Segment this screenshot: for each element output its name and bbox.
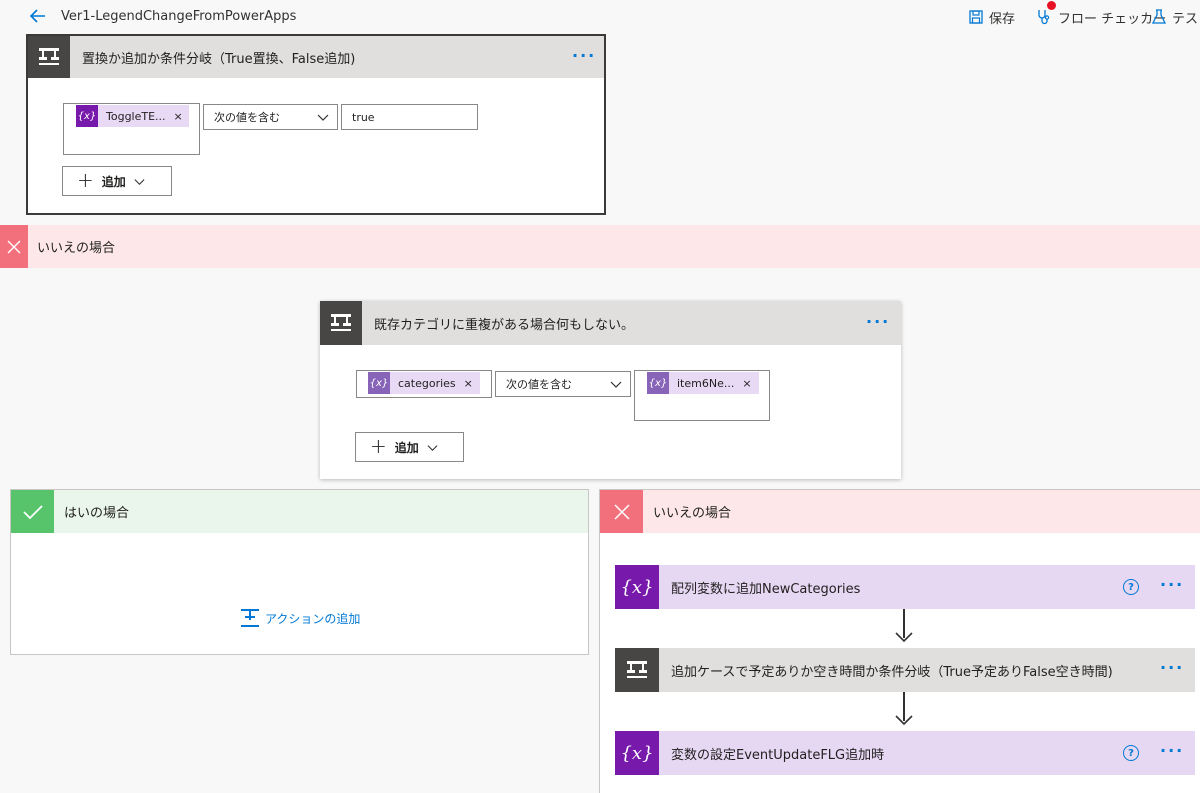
chevron-down-icon [317, 114, 329, 121]
condition-icon [320, 301, 362, 345]
checkmark-icon [11, 490, 54, 533]
variable-icon: {x} [615, 565, 659, 609]
condition-outer-right-operand[interactable]: true [341, 104, 478, 130]
add-action-icon [241, 609, 259, 627]
condition-outer-header[interactable]: 置換か追加か条件分岐（True置換、False追加) ··· [28, 36, 604, 78]
chevron-down-icon [427, 444, 438, 451]
branch-yes-header[interactable]: はいの場合 [11, 490, 588, 533]
help-icon[interactable]: ? [1123, 745, 1139, 761]
branch-yes-title: はいの場合 [64, 506, 130, 521]
condition-inner-header[interactable]: 既存カテゴリに重複がある場合何もしない。 ··· [320, 301, 901, 345]
flow-checker-button[interactable]: フロー チェッカー [1036, 7, 1166, 27]
arrow-down-icon [895, 715, 913, 726]
test-button[interactable]: テスト [1152, 7, 1200, 27]
branch-no-inner-title: いいえの場合 [653, 506, 732, 521]
token-label: ToggleTE... [106, 109, 166, 123]
add-condition-button-inner[interactable]: + 追加 [355, 432, 464, 462]
variable-icon: {x} [615, 731, 659, 775]
more-options-icon[interactable]: ··· [1160, 658, 1185, 677]
top-bar [0, 0, 1200, 34]
condition-outer-title: 置換か追加か条件分岐（True置換、False追加) [82, 51, 356, 67]
save-icon [969, 10, 983, 24]
plus-icon: + [77, 168, 94, 192]
branch-no-outer-title: いいえの場合 [37, 241, 116, 256]
action-title: 変数の設定EventUpdateFLG追加時 [671, 747, 885, 763]
remove-token-icon[interactable]: × [463, 376, 473, 390]
variable-icon: {x} [647, 372, 669, 394]
add-action-label: アクションの追加 [265, 611, 361, 626]
stethoscope-icon [1038, 10, 1050, 25]
branch-no-outer-header[interactable]: いいえの場合 [0, 225, 1200, 268]
token-label: categories [398, 376, 456, 390]
condition-icon [28, 36, 70, 78]
action-condition-schedule[interactable]: 追加ケースで予定ありか空き時間か条件分岐（True予定ありFalse空き時間) … [615, 648, 1195, 692]
connector-line [903, 692, 905, 721]
connector-line [903, 609, 905, 638]
action-append-to-array[interactable]: {x} 配列変数に追加NewCategories ? ··· [615, 565, 1195, 609]
add-label: 追加 [394, 440, 419, 455]
more-options-icon[interactable]: ··· [866, 312, 891, 331]
action-title: 配列変数に追加NewCategories [671, 581, 861, 597]
operand-value: true [352, 110, 375, 124]
token-toggle[interactable]: {x} ToggleTE... × [76, 105, 189, 127]
operator-value: 次の値を含む [506, 378, 572, 391]
branch-no-inner-header[interactable]: いいえの場合 [600, 490, 1200, 533]
action-title: 追加ケースで予定ありか空き時間か条件分岐（True予定ありFalse空き時間) [671, 664, 1113, 680]
operator-dropdown-outer[interactable]: 次の値を含む [203, 104, 338, 130]
operator-value: 次の値を含む [214, 111, 280, 124]
condition-icon [615, 648, 659, 692]
flow-title: Ver1-LegendChangeFromPowerApps [61, 9, 297, 24]
token-item6[interactable]: {x} item6Ne... × [647, 372, 759, 394]
arrow-down-icon [895, 632, 913, 643]
chevron-down-icon [610, 381, 622, 388]
variable-icon: {x} [368, 372, 390, 394]
add-label: 追加 [101, 174, 126, 189]
test-label: テスト [1172, 11, 1200, 27]
chevron-down-icon [134, 178, 145, 185]
checker-error-badge [1047, 1, 1056, 10]
token-categories[interactable]: {x} categories × [368, 372, 480, 394]
variable-icon: {x} [76, 105, 98, 127]
remove-token-icon[interactable]: × [173, 109, 183, 123]
close-icon [0, 225, 28, 268]
action-set-variable[interactable]: {x} 変数の設定EventUpdateFLG追加時 ? ··· [615, 731, 1195, 775]
help-icon[interactable]: ? [1123, 579, 1139, 595]
more-options-icon[interactable]: ··· [1160, 741, 1185, 760]
operator-dropdown-inner[interactable]: 次の値を含む [495, 371, 631, 397]
add-action-link[interactable]: アクションの追加 [240, 608, 360, 628]
token-label: item6Ne... [677, 376, 735, 390]
flow-checker-label: フロー チェッカー [1058, 11, 1167, 27]
plus-icon: + [370, 434, 387, 458]
condition-inner-title: 既存カテゴリに重複がある場合何もしない。 [374, 317, 635, 333]
close-icon [600, 490, 643, 533]
back-arrow-icon[interactable] [28, 6, 48, 26]
beaker-icon [1152, 9, 1166, 24]
save-label: 保存 [989, 11, 1016, 27]
save-button[interactable]: 保存 [969, 7, 1015, 27]
more-options-icon[interactable]: ··· [1160, 575, 1185, 594]
remove-token-icon[interactable]: × [742, 376, 752, 390]
add-condition-button-outer[interactable]: + 追加 [62, 166, 172, 196]
more-options-icon[interactable]: ··· [572, 46, 597, 65]
branch-yes: はいの場合 [10, 489, 589, 655]
